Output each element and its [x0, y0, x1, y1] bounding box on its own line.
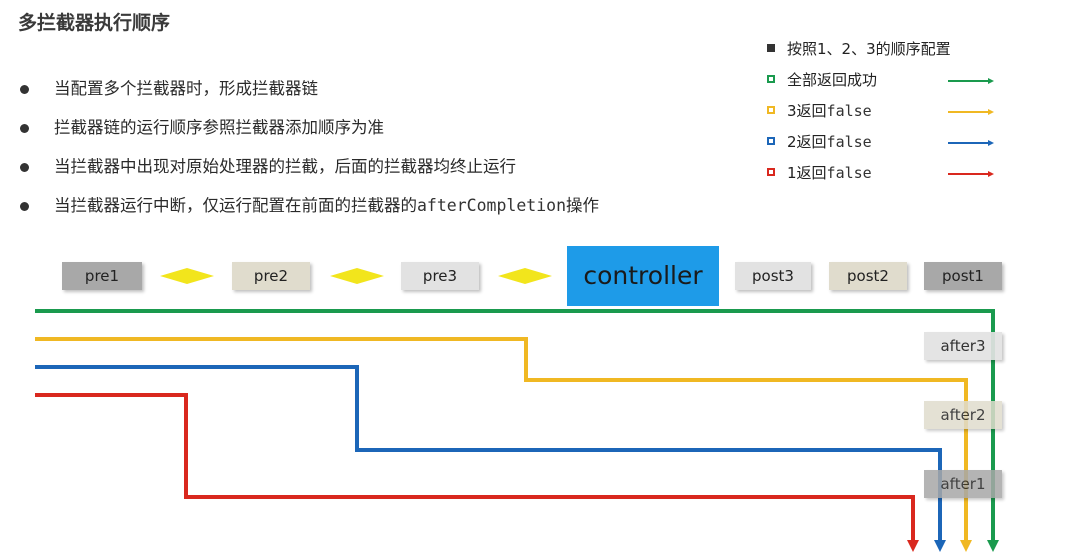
- post3-box: post3: [735, 262, 811, 290]
- post1-box: post1: [924, 262, 1002, 290]
- bullet-item: 当配置多个拦截器时，形成拦截器链: [16, 78, 599, 117]
- red-flow-line: [35, 393, 915, 542]
- legend-code: false: [826, 164, 872, 182]
- blue-square-icon: [767, 137, 775, 145]
- after3-box: after3: [924, 332, 1002, 360]
- legend: 按照1、2、3的顺序配置 全部返回成功 3返回false 2返回false 1返…: [765, 40, 1065, 195]
- bullet-suffix: 操作: [566, 196, 600, 215]
- legend-label: 1返回: [787, 164, 827, 182]
- bullet-dot-icon: [20, 202, 29, 211]
- pre2-box: pre2: [232, 262, 310, 290]
- legend-code: false: [826, 102, 872, 120]
- bullet-item: 拦截器链的运行顺序参照拦截器添加顺序为准: [16, 117, 599, 156]
- diamond-connector-icon: [160, 268, 214, 284]
- post2-box: post2: [829, 262, 907, 290]
- legend-item-config-order: 按照1、2、3的顺序配置: [765, 40, 1065, 71]
- bullet-dot-icon: [20, 85, 29, 94]
- legend-label: 3返回: [787, 102, 827, 120]
- legend-label: 全部返回成功: [787, 71, 878, 89]
- red-arrowhead-icon: [907, 540, 919, 552]
- pre3-box: pre3: [401, 262, 479, 290]
- bullet-text: 当拦截器中出现对原始处理器的拦截，后面的拦截器均终止运行: [54, 157, 516, 176]
- green-arrowhead-icon: [987, 540, 999, 552]
- bullet-item: 当拦截器中出现对原始处理器的拦截，后面的拦截器均终止运行: [16, 156, 599, 195]
- green-arrow-icon: [948, 78, 994, 84]
- red-arrow-icon: [948, 171, 994, 177]
- legend-item-all-success: 全部返回成功: [765, 71, 1065, 102]
- red-square-icon: [767, 168, 775, 176]
- yellow-square-icon: [767, 106, 775, 114]
- bullet-list: 当配置多个拦截器时，形成拦截器链 拦截器链的运行顺序参照拦截器添加顺序为准 当拦…: [16, 78, 599, 234]
- diamond-connector-icon: [498, 268, 552, 284]
- legend-label: 按照1、2、3的顺序配置: [787, 40, 951, 58]
- slide-title: 多拦截器执行顺序: [18, 12, 171, 34]
- legend-item-2-false: 2返回false: [765, 133, 1065, 164]
- bullet-code: afterCompletion: [417, 196, 567, 215]
- after1-box: after1: [924, 470, 1002, 498]
- legend-item-3-false: 3返回false: [765, 102, 1065, 133]
- bullet-text: 当拦截器运行中断，仅运行配置在前面的拦截器的: [54, 196, 417, 215]
- after2-box: after2: [924, 401, 1002, 429]
- legend-label: 2返回: [787, 133, 827, 151]
- legend-code: false: [826, 133, 872, 151]
- yellow-flow-line: [35, 337, 968, 542]
- legend-item-1-false: 1返回false: [765, 164, 1065, 195]
- bullet-text: 当配置多个拦截器时，形成拦截器链: [54, 79, 318, 98]
- bullet-item: 当拦截器运行中断，仅运行配置在前面的拦截器的afterCompletion操作: [16, 195, 599, 234]
- blue-arrow-icon: [948, 140, 994, 146]
- diamond-connector-icon: [330, 268, 384, 284]
- blue-arrowhead-icon: [934, 540, 946, 552]
- green-flow-line: [35, 309, 995, 542]
- controller-box: controller: [567, 246, 719, 306]
- bullet-dot-icon: [20, 163, 29, 172]
- yellow-arrowhead-icon: [960, 540, 972, 552]
- yellow-arrow-icon: [948, 109, 994, 115]
- bullet-text: 拦截器链的运行顺序参照拦截器添加顺序为准: [54, 118, 384, 137]
- green-square-icon: [767, 75, 775, 83]
- bullet-dot-icon: [20, 124, 29, 133]
- filled-square-icon: [767, 44, 775, 52]
- pre1-box: pre1: [62, 262, 142, 290]
